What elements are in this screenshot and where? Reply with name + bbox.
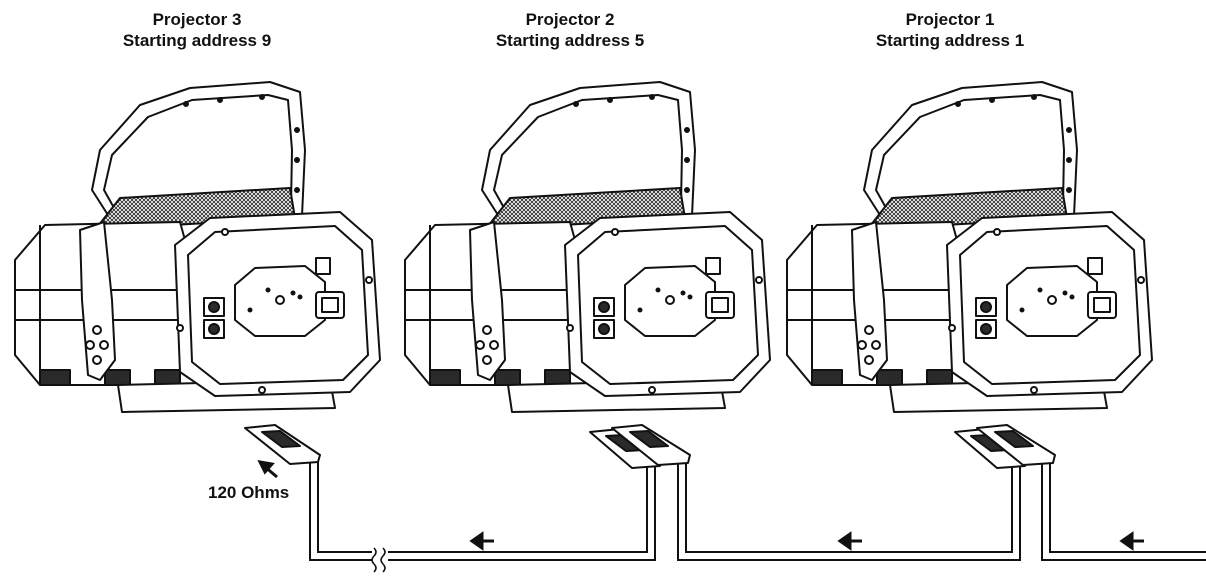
projector-2-caption: Projector 2 Starting address 5 [440, 9, 700, 51]
signal-direction-arrow-icon [837, 531, 862, 551]
projector-2-address: Starting address 5 [495, 31, 645, 50]
projector-3-caption: Projector 3 Starting address 9 [67, 9, 327, 51]
dmx-cable [309, 460, 1206, 561]
projector-1-dmx-in-plug [976, 424, 1056, 466]
signal-direction-arrow-icon [469, 531, 494, 551]
signal-direction-arrow-icon [1119, 531, 1144, 551]
projector-1-address: Starting address 1 [875, 31, 1025, 50]
projector-1-drawing [786, 81, 1153, 413]
projector-1-title: Projector 1 [905, 10, 995, 29]
terminator-plug [244, 424, 321, 465]
projector-3-drawing [14, 81, 381, 413]
projector-3-address: Starting address 9 [122, 31, 272, 50]
projector-3-title: Projector 3 [152, 10, 242, 29]
terminator-label: 120 Ohms [208, 483, 290, 502]
projector-2-title: Projector 2 [525, 10, 615, 29]
cable-break-mark [371, 547, 386, 573]
projector-1-caption: Projector 1 Starting address 1 [820, 9, 1080, 51]
projector-2-dmx-in-plug [611, 424, 691, 466]
projector-2-drawing [404, 81, 771, 413]
terminator-pointer-arrow-icon [257, 460, 278, 479]
